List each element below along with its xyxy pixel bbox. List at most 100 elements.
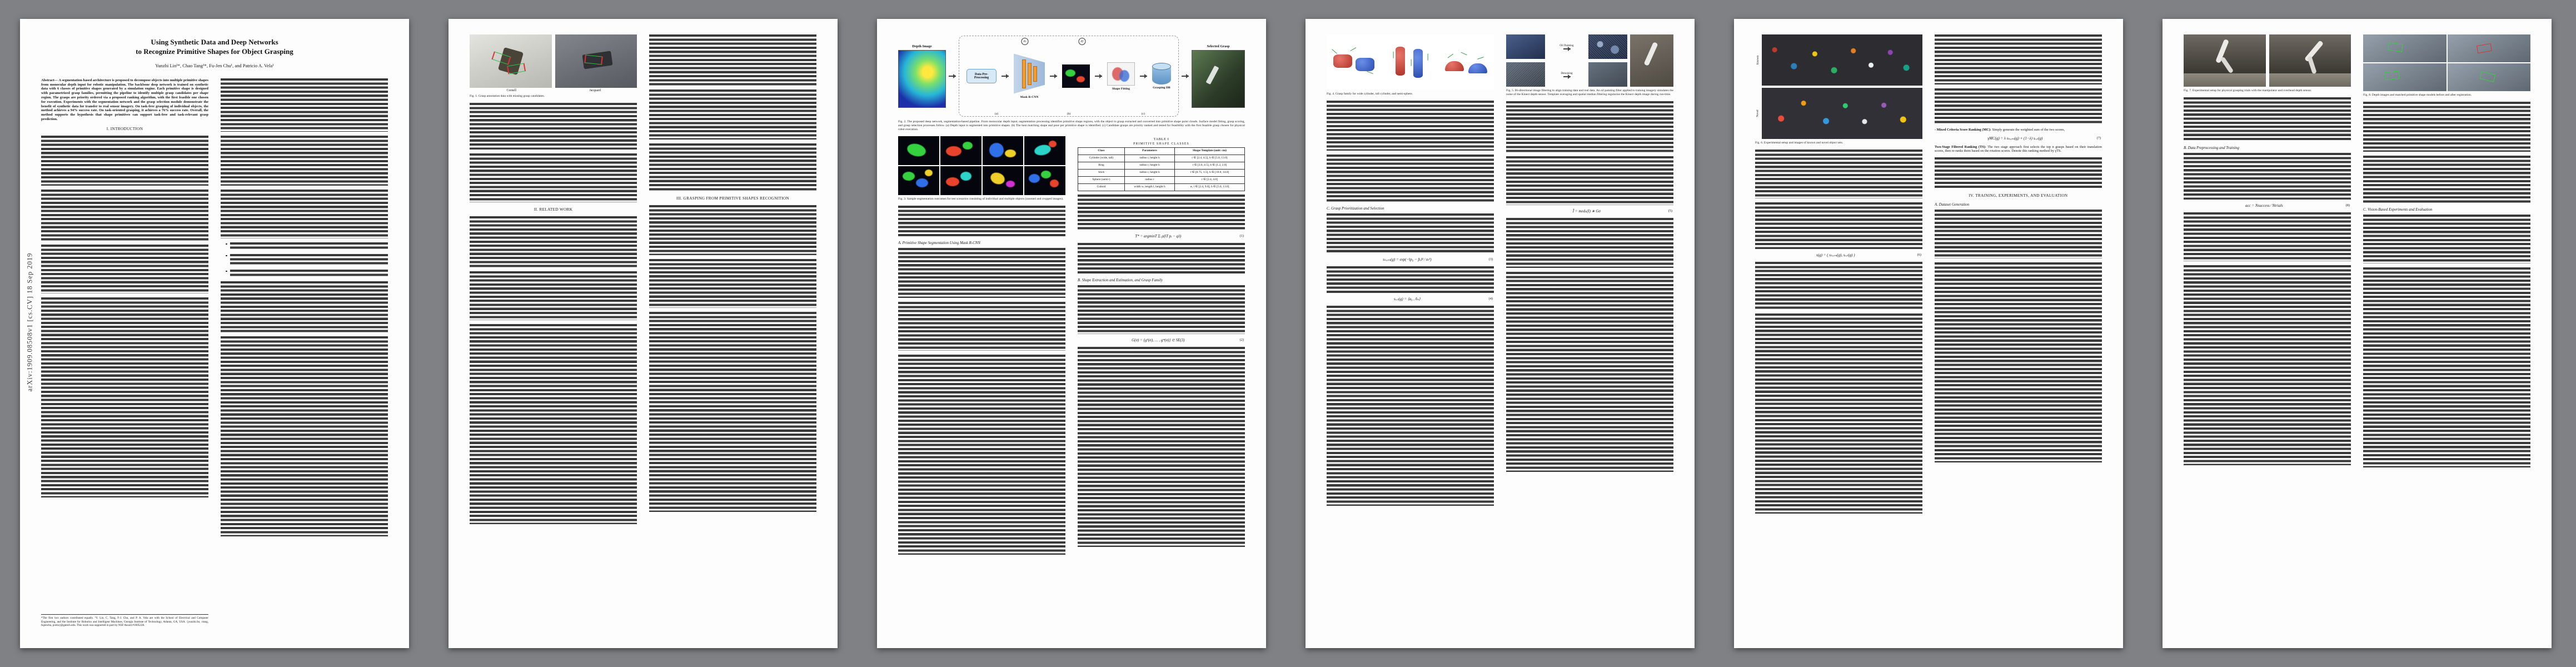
two-stage-lead: Two-Stage Filtered Ranking (TS): The two… bbox=[1935, 145, 2102, 153]
gripper-shape bbox=[1205, 65, 1219, 84]
segment-blob bbox=[960, 171, 971, 181]
segment-blob bbox=[989, 142, 1004, 157]
page4-right-column: Oil Painting Denoising Fig. 5. Bi-direct… bbox=[1506, 34, 1673, 633]
text-paragraph bbox=[1506, 271, 1673, 472]
match-rectangle bbox=[2479, 71, 2496, 82]
text-paragraph bbox=[470, 153, 637, 202]
text-paragraph bbox=[2363, 155, 2530, 203]
equation-number: (2) bbox=[1239, 338, 1244, 342]
equation-3: sₜᵣₐₙₛ(g) = exp(−‖p₉ − p̄ₒ‖² ⁄ σₜ²)(3) bbox=[1328, 257, 1493, 262]
known-objects-photo bbox=[1762, 34, 1922, 86]
segmentation-tile bbox=[1024, 166, 1065, 195]
mixed-criteria-text: Simply generate the weighted sum of the … bbox=[1991, 128, 2065, 132]
page-2: Cornell Jacquard Fig. 1. Grasp annotatio… bbox=[449, 19, 838, 648]
match-image bbox=[2363, 63, 2447, 91]
robot-forearm-shape bbox=[2307, 56, 2317, 74]
page-1: arXiv:1909.08508v1 [cs.CV] 18 Sep 2019 U… bbox=[20, 19, 409, 648]
contribution-bullet bbox=[226, 253, 388, 266]
table-cell: radius r, height h bbox=[1124, 168, 1175, 177]
section-heading-training: IV. TRAINING, EXPERIMENTS, AND EVALUATIO… bbox=[1969, 193, 2068, 198]
text-paragraph bbox=[2363, 267, 2530, 467]
tall-cylinder-shape bbox=[1413, 49, 1423, 78]
subsection-heading-vision-eval: C. Vision-Based Experiments and Evaluati… bbox=[2363, 207, 2433, 212]
text-paragraph bbox=[1078, 194, 1245, 230]
denoising-arrow: Denoising bbox=[1547, 72, 1586, 79]
table-cell: radius r, height h bbox=[1124, 154, 1175, 162]
arrow-icon bbox=[1001, 74, 1009, 78]
match-rectangle bbox=[2384, 71, 2400, 81]
equation-4: sᵣₒₜ(g) = ⟨a₉ , n̂ₛ⟩(4) bbox=[1328, 297, 1493, 301]
figure2-pipeline: Depth Image Pc Pf Data Pre-Processing bbox=[898, 34, 1245, 132]
equation-1: T* = argminT Σᵢ ρ(‖T pᵢ − qᵢ‖)(1) bbox=[1079, 234, 1244, 238]
page6-left-column: Fig. 7. Experimental setup for physical … bbox=[2184, 34, 2351, 633]
segmentation-tile bbox=[940, 136, 981, 165]
text-paragraph bbox=[470, 216, 637, 267]
two-stage-term: Two-Stage Filtered Ranking (TS): bbox=[1935, 145, 1986, 149]
grasp-tick bbox=[1411, 59, 1412, 66]
page5-right-column: - Mixed Criteria Score Ranking (MC): Sim… bbox=[1935, 34, 2102, 633]
text-paragraph bbox=[2363, 214, 2530, 263]
jacquard-sample-image bbox=[555, 34, 637, 88]
bullet-icon bbox=[226, 255, 227, 257]
segment-blob bbox=[945, 177, 959, 186]
text-paragraph bbox=[470, 102, 637, 150]
cnn-icon bbox=[1014, 53, 1045, 94]
segment-blob bbox=[962, 141, 973, 150]
figure1-label-right: Jacquard bbox=[589, 89, 601, 92]
equation-body: sₜᵣₐₙₛ(g) = exp(−‖p₉ − p̄ₒ‖² ⁄ σₜ²) bbox=[1383, 257, 1432, 262]
text-paragraph bbox=[221, 336, 388, 536]
text-paragraph bbox=[1327, 100, 1494, 151]
match-rectangle bbox=[2387, 42, 2403, 52]
figure6-caption: Fig. 6. Experimental setup and images of… bbox=[1755, 141, 1843, 145]
stage-c-tag: (c) bbox=[1141, 112, 1145, 116]
contribution-bullet bbox=[226, 242, 388, 250]
noised-depth-image bbox=[1588, 34, 1627, 59]
page2-left-column: Cornell Jacquard Fig. 1. Grasp annotatio… bbox=[470, 34, 637, 633]
text-paragraph bbox=[898, 205, 1065, 237]
text-paragraph bbox=[1755, 313, 1922, 514]
novel-objects-photo bbox=[1762, 88, 1922, 139]
text-paragraph bbox=[649, 205, 816, 255]
table-header-cell: Shape Template (unit: cm) bbox=[1174, 147, 1245, 155]
grasp-tick bbox=[1332, 49, 1338, 54]
bullet-text bbox=[230, 253, 388, 266]
setup-photo bbox=[1630, 34, 1673, 87]
page-3: Depth Image Pc Pf Data Pre-Processing bbox=[877, 19, 1266, 648]
segment-blob bbox=[905, 141, 928, 158]
text-paragraph bbox=[470, 271, 637, 320]
depth-image-label: Depth Image bbox=[912, 44, 932, 48]
rotated-label-text: Known bbox=[1756, 55, 1760, 65]
table-header-cell: Parameters bbox=[1124, 147, 1175, 155]
equation-number: (6) bbox=[1917, 253, 1921, 257]
page-6: Fig. 7. Experimental setup for physical … bbox=[2163, 19, 2552, 648]
wide-cylinder-shape bbox=[1333, 54, 1353, 68]
equation-number: (7) bbox=[2096, 136, 2101, 141]
text-paragraph bbox=[221, 281, 388, 332]
segment-blob bbox=[925, 169, 933, 176]
match-rectangle bbox=[2477, 43, 2493, 54]
text-paragraph bbox=[1327, 266, 1494, 293]
figure1: Cornell Jacquard Fig. 1. Grasp annotatio… bbox=[470, 34, 637, 98]
semi-sphere-cluster bbox=[1442, 38, 1491, 87]
page1-left-column: Abstract— A segmentation-based architect… bbox=[41, 78, 208, 628]
figure1-caption: Fig. 1. Grasp annotation data with missi… bbox=[470, 94, 545, 98]
equation-number: (5) bbox=[1668, 209, 1672, 213]
table1-title: PRIMITIVE SHAPE CLASSES bbox=[1133, 142, 1189, 146]
page-4: Fig. 4. Grasp family for wide cylinder, … bbox=[1306, 19, 1695, 648]
section-heading-related-work: II. RELATED WORK bbox=[534, 207, 573, 212]
shape-fitting-label: Shape Fitting bbox=[1112, 87, 1130, 91]
segment-blob bbox=[903, 171, 915, 181]
figure7-caption: Fig. 7. Experimental setup for physical … bbox=[2184, 89, 2312, 92]
robot-arm-shape bbox=[1643, 42, 1658, 67]
equation-body: G(σ) = {g¹(σ), … , gᵐ(σ)} ⊂ SE(3) bbox=[1132, 337, 1185, 342]
segment-blob bbox=[1065, 69, 1075, 77]
page3-left-column: Fig. 3. Sample segmentation outcomes for… bbox=[898, 136, 1065, 622]
text-paragraph bbox=[898, 247, 1065, 298]
bullet-text bbox=[230, 242, 388, 250]
pointcloud-blob bbox=[1119, 69, 1129, 82]
text-paragraph bbox=[1935, 262, 2102, 462]
shape-fitting-thumbnail bbox=[1107, 62, 1135, 86]
